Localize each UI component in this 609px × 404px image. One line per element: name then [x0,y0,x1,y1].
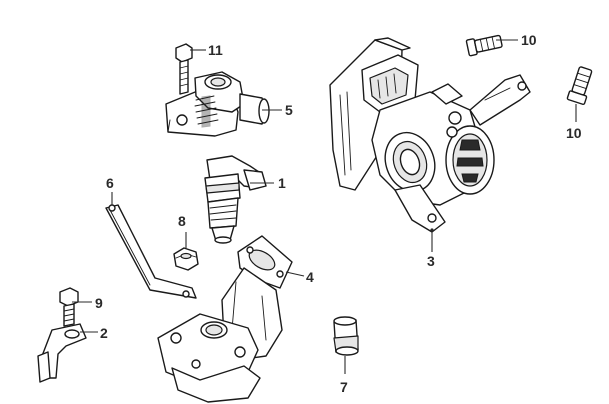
nut-8 [173,247,199,271]
clamp-2 [37,323,87,383]
callout-2: 2 [100,325,108,341]
callout-9: 9 [95,295,103,311]
cap-sleeve-7 [333,316,359,356]
bolt-11 [175,43,193,95]
leader-lines [72,39,577,374]
throttle-body-assembly [329,37,531,233]
fuel-injector [204,155,267,244]
callout-7: 7 [340,379,348,395]
callout-3: 3 [427,253,435,269]
callout-6: 6 [106,175,114,191]
callout-10-top: 10 [521,32,537,48]
callout-11: 11 [208,42,223,58]
callout-4: 4 [306,269,314,285]
bracket-strap-6 [105,204,197,299]
intake-manifold [157,235,293,403]
bolt-10-right [566,66,593,106]
pressure-regulator [165,71,270,137]
callout-10-right: 10 [566,125,582,141]
callout-1: 1 [278,175,286,191]
callout-5: 5 [285,102,293,118]
bolt-10-top [465,34,503,57]
callout-8: 8 [178,213,186,229]
bolt-9 [59,287,79,327]
